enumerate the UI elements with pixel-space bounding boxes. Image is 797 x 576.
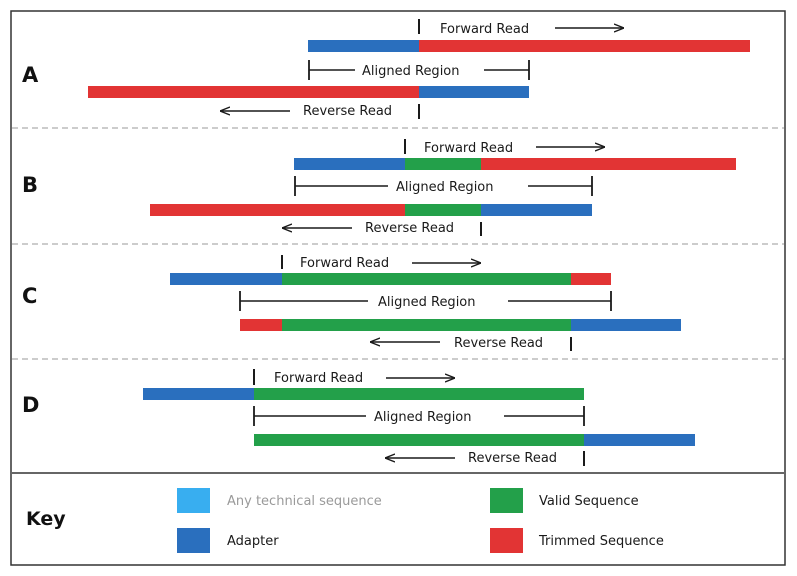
forward-read-label: Forward Read xyxy=(300,256,389,271)
key-label-trimmed: Trimmed Sequence xyxy=(538,534,664,549)
trimmed-segment xyxy=(88,86,419,98)
trimmed-segment xyxy=(150,204,405,216)
key-label-adapter: Adapter xyxy=(227,534,279,549)
panel-label-b: B xyxy=(22,173,38,197)
key-label-technical: Any technical sequence xyxy=(227,494,382,509)
key-swatch-technical xyxy=(177,488,210,513)
valid-segment xyxy=(254,434,584,446)
forward-read-label: Forward Read xyxy=(440,22,529,37)
adapter-segment xyxy=(170,273,282,285)
aligned-region-label: Aligned Region xyxy=(396,180,494,195)
valid-segment xyxy=(282,319,571,331)
valid-segment xyxy=(405,204,481,216)
panel-a: A Forward Read Aligned Region Reverse Re… xyxy=(22,19,750,119)
adapter-segment xyxy=(584,434,695,446)
valid-segment xyxy=(282,273,571,285)
adapter-segment xyxy=(294,158,405,170)
panel-label-d: D xyxy=(22,393,39,417)
panel-b: B Forward Read Aligned Region Reverse Re… xyxy=(22,139,736,236)
aligned-region-label: Aligned Region xyxy=(378,295,476,310)
adapter-segment xyxy=(143,388,254,400)
valid-segment xyxy=(405,158,481,170)
adapter-segment xyxy=(571,319,681,331)
aligned-region-label: Aligned Region xyxy=(362,64,460,79)
trimmed-segment xyxy=(571,273,611,285)
key-swatch-valid xyxy=(490,488,523,513)
valid-segment xyxy=(254,388,584,400)
outer-frame xyxy=(10,10,786,566)
aligned-region-label: Aligned Region xyxy=(374,410,472,425)
reverse-read-label: Reverse Read xyxy=(365,221,454,236)
reverse-read-label: Reverse Read xyxy=(454,336,543,351)
key-swatch-adapter xyxy=(177,528,210,553)
trimmed-segment xyxy=(481,158,736,170)
panel-d: D Forward Read Aligned Region Reverse Re… xyxy=(22,369,695,466)
forward-read-label: Forward Read xyxy=(424,141,513,156)
panel-label-c: C xyxy=(22,284,37,308)
panel-label-a: A xyxy=(22,63,39,87)
adapter-segment xyxy=(481,204,592,216)
adapter-segment xyxy=(308,40,419,52)
panel-c: C Forward Read Aligned Region Reverse Re… xyxy=(22,255,681,351)
key-title: Key xyxy=(26,508,66,530)
forward-read-label: Forward Read xyxy=(274,371,363,386)
reverse-read-label: Reverse Read xyxy=(468,451,557,466)
trimmed-segment xyxy=(419,40,750,52)
key-swatch-trimmed xyxy=(490,528,523,553)
key-section: Key Any technical sequence Valid Sequenc… xyxy=(26,488,664,553)
adapter-segment xyxy=(419,86,529,98)
trimmed-segment xyxy=(240,319,282,331)
reverse-read-label: Reverse Read xyxy=(303,104,392,119)
key-label-valid: Valid Sequence xyxy=(539,494,639,509)
